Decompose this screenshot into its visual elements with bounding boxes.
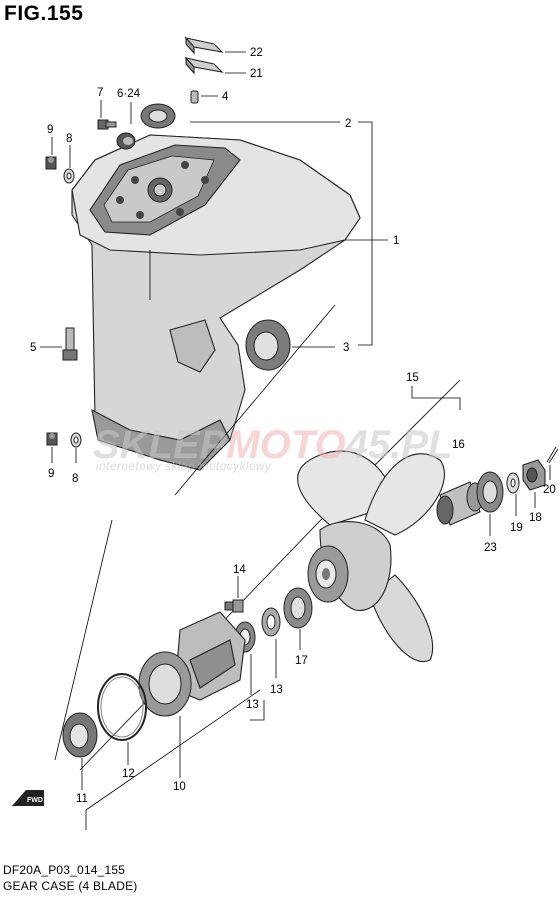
- callout-14: 14: [233, 564, 246, 576]
- bushing-6-24: [116, 132, 136, 150]
- propeller-15: [297, 450, 445, 663]
- bolt-9-bottom: [46, 432, 58, 446]
- callout-19: 19: [510, 522, 523, 534]
- bolt-14: [224, 599, 244, 613]
- pin-4: [190, 90, 199, 104]
- callout-16: 16: [452, 439, 465, 451]
- callout-10: 10: [173, 781, 186, 793]
- washer-19: [506, 472, 520, 494]
- callout-17: 17: [295, 655, 308, 667]
- callout-21: 21: [250, 68, 263, 80]
- watermark: SKLEPMOTO45.PL internetowy sklep motocyk…: [93, 423, 452, 473]
- callout-9-bottom: 9: [48, 468, 54, 480]
- callout-3: 3: [343, 342, 349, 354]
- callout-2: 2: [345, 118, 351, 130]
- callout-15: 15: [406, 372, 419, 384]
- gear-case-housing: [71, 134, 361, 471]
- watermark-part3: 45: [345, 423, 391, 467]
- washer-23: [476, 471, 504, 513]
- bolt-7: [97, 119, 117, 130]
- propshaft-housing-10: [138, 611, 246, 717]
- spacer-16: [436, 481, 484, 526]
- pad-22: [184, 36, 224, 55]
- bolt-5: [62, 327, 78, 361]
- callout-8-top: 8: [66, 133, 72, 145]
- callout-18: 18: [529, 512, 542, 524]
- callout-5: 5: [30, 342, 36, 354]
- callout-13-b: 13: [246, 699, 259, 711]
- stopper-17: [283, 587, 313, 629]
- callout-13-a: 13: [270, 684, 283, 696]
- callout-1: 1: [393, 235, 399, 247]
- watermark-tagline: internetowy sklep motocyklowy: [96, 461, 272, 473]
- callout-7: 7: [97, 87, 103, 99]
- callout-20: 20: [543, 484, 556, 496]
- fwd-direction-badge: FWD: [12, 790, 44, 806]
- washer-8-bottom: [70, 432, 82, 448]
- callout-6-24: 6·24: [117, 88, 141, 100]
- callout-9-top: 9: [47, 124, 53, 136]
- fwd-label: FWD: [27, 797, 43, 804]
- oil-seal-11: [62, 712, 98, 758]
- watermark-part1: SKLEP: [93, 423, 227, 467]
- oil-seal-3: [245, 319, 291, 371]
- callout-12: 12: [122, 768, 135, 780]
- callout-23: 23: [484, 542, 497, 554]
- bearing-6-24: [140, 103, 176, 129]
- o-ring-12: [97, 673, 147, 741]
- svg-text:SKLEPMOTO45.PL: SKLEPMOTO45.PL: [93, 423, 452, 467]
- callout-22: 22: [250, 47, 263, 59]
- cotter-pin-20: [546, 446, 559, 464]
- pad-21: [184, 56, 224, 75]
- washer-13-a: [261, 607, 281, 637]
- nut-18: [522, 459, 546, 491]
- callout-8-bottom: 8: [72, 473, 78, 485]
- callout-4: 4: [222, 91, 229, 103]
- washer-8-top: [63, 168, 75, 184]
- figure-title: FIG.155: [4, 2, 84, 25]
- bolt-9-top: [45, 156, 57, 170]
- diagram-code: DF20A_P03_014_155: [3, 863, 126, 877]
- diagram-name: GEAR CASE (4 BLADE): [3, 879, 138, 893]
- callout-11: 11: [76, 793, 88, 805]
- watermark-part2: MOTO: [226, 423, 345, 467]
- watermark-part4: .PL: [390, 423, 452, 467]
